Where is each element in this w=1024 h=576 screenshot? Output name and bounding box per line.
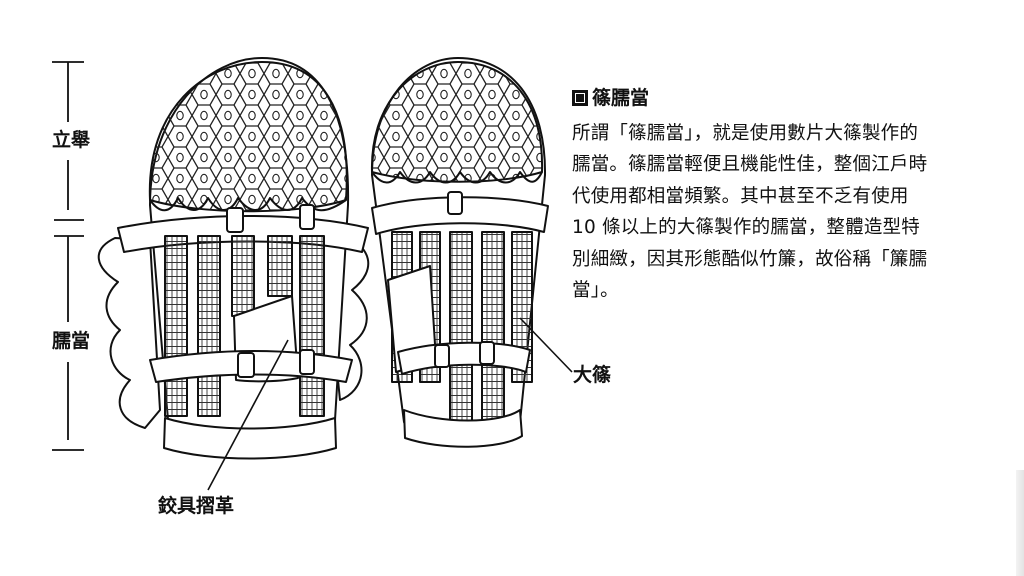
description-line: 所謂「篠臑當」，就是使用數片大篠製作的 — [572, 123, 919, 144]
description-line: 別細緻，因其形態酷似竹簾，故俗稱「簾臑 — [572, 248, 928, 270]
dimension-bar — [52, 61, 84, 451]
leader-line-kogumo — [207, 339, 289, 491]
right-shin-guard — [370, 57, 549, 448]
left-shin-guard — [97, 57, 370, 460]
label-oshino: 大篠 — [573, 364, 612, 386]
leader-line-oshino — [519, 317, 573, 373]
label-suneate: 臑當 — [52, 330, 91, 352]
page-edge-shadow — [1016, 470, 1024, 576]
description-line: 代使用都相當頻繁。其中甚至不乏有使用 — [572, 185, 909, 207]
tateage-plate — [148, 61, 348, 213]
label-kogumo: 鉸具摺革 — [158, 495, 235, 517]
description-line: 臑當。篠臑當輕便且機能性佳，整個江戶時 — [572, 154, 928, 176]
label-tateage: 立舉 — [52, 129, 91, 151]
description-title-text: 篠臑當 — [592, 87, 650, 109]
description-line: 10 條以上的大篠製作的臑當，整體造型特 — [572, 217, 920, 239]
square-bullet-icon — [572, 90, 588, 106]
description-block: 篠臑當 所謂「篠臑當」，就是使用數片大篠製作的 臑當。篠臑當輕便且機能性佳，整個… — [572, 86, 972, 306]
description-title: 篠臑當 — [572, 86, 972, 110]
tateage-plate-right — [370, 61, 544, 183]
left-tie-cloth — [97, 237, 161, 429]
description-line: 當」。 — [572, 280, 619, 302]
